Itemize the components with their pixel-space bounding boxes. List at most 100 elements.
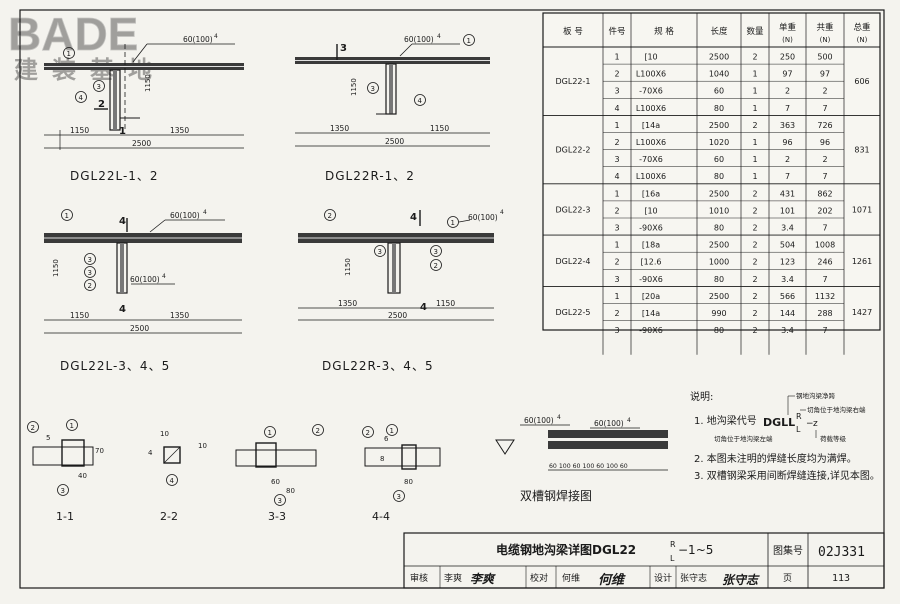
table-cell-g1-r1-c2: 1020 [709,138,729,147]
table-cell-g0-r2-c3: 1 [752,87,757,96]
s4-callout-3 [393,490,405,502]
v1-callout-3-num: 3 [97,83,101,91]
watermark-brand: BADE [8,8,138,60]
v3-callout-2-num: 2 [88,282,92,290]
v2-angle-fill [389,64,393,114]
v2-callout-3-num: 3 [371,85,375,93]
table-cell-g3-r1-c3: 2 [752,258,757,267]
v1-angle-fill [113,70,117,130]
s2-dim-4: 4 [148,449,153,457]
v3-section-mark-b: 4 [119,304,126,315]
table-cell-g3-r2-c5: 7 [822,275,827,284]
note-code-z: z [813,419,818,429]
table-cell-g1-r2-c3: 1 [752,155,757,164]
table-cell-g1-r1-c1: L100X6 [636,138,666,147]
tb-check-label: 校对 [530,572,548,584]
tb-atlas-no: 02J331 [818,545,865,560]
v3-section-mark: 4 [119,216,126,227]
v1-section-mark-2: 2 [98,99,105,110]
watermark-logo: BADE 建装基地 [8,8,152,84]
table-cell-g0-r1-c5: 97 [820,70,830,79]
section-3-3: 1 2 3 60 80 3-3 [235,424,324,523]
tb-title-l: L [670,554,675,563]
table-group-name-2: DGL22-3 [556,205,591,214]
note-code-l: L [796,425,801,434]
table-cell-g1-r3-c3: 1 [752,172,757,181]
s1-callout-2 [27,421,39,433]
s3-callout-2 [312,424,324,436]
v4-callout-1-num: 1 [451,219,455,227]
table-cell-g2-r1-c1: [10 [644,206,657,215]
v4-callout-2b-num: 2 [434,262,438,270]
v4-callout-2 [324,209,336,221]
v3-dim-1150: 1150 [70,311,89,320]
s3-callout-1-num: 1 [268,429,272,437]
table-header-4: 数量 [746,26,764,37]
v1-callout-1 [63,47,75,59]
v4-weld-sub: 4 [500,209,504,216]
weld-label-2: 60(100) [594,419,624,428]
tb-design-name: 张守志 [680,572,707,584]
table-cell-g0-r3-c0: 4 [614,104,619,113]
v4-callout-2-num: 2 [328,212,332,220]
v2-callout-1 [463,34,475,46]
view-dgl22r-3-4-5: 4 4 2 1 60(100) 4 3 3 2 1150 1350 1150 2… [298,209,504,373]
table-cell-g0-r2-c2: 60 [714,87,724,96]
s4-dim-6: 6 [384,435,389,443]
s1-angle [61,439,85,467]
table-cell-g1-r0-c1: [14a [642,121,660,130]
v4-callout-3 [374,245,386,257]
table-cell-g0-r3-c4: 7 [785,104,790,113]
weld-sub-2: 4 [627,417,631,424]
table-cell-g0-r0-c3: 2 [752,53,757,62]
table-group-total-0: 606 [854,77,869,86]
v2-weld-label: 60(100) [404,35,434,44]
v3-post-fill [120,243,124,293]
table-cell-g2-r0-c0: 1 [614,189,619,198]
v2-callout-4-num: 4 [418,97,423,105]
title-block: 电缆钢地沟梁详图DGL22 R L −1~5 图集号 02J331 审核 李爽 … [403,532,885,589]
v3-weld-label-2: 60(100) [130,275,160,284]
table-cell-g1-r2-c0: 3 [614,155,619,164]
v2-dim-vert: 1150 [350,78,358,96]
s1-callout-3-num: 3 [61,487,65,495]
v4-dim-2500: 2500 [388,311,407,320]
weld-title: 双槽钢焊接图 [520,488,592,503]
notes-label: 说明: [690,390,713,403]
table-cell-g1-r1-c3: 1 [752,138,757,147]
table-cell-g2-r0-c4: 431 [780,189,795,198]
v4-callout-3-num: 3 [378,248,382,256]
table-cell-g1-r1-c5: 96 [820,138,830,147]
table-cell-g3-r2-c0: 3 [614,275,619,284]
s2-diag [163,446,181,464]
table-cell-g3-r0-c1: [18a [642,241,660,250]
s3-callout-2-num: 2 [316,427,320,435]
table-header-3: 长度 [710,26,728,37]
v1-section-mark-1: 1 [119,126,126,137]
s3-dim-60: 60 [271,478,280,486]
table-cell-g3-r0-c3: 2 [752,241,757,250]
s4-dim-8: 8 [380,455,384,463]
note-code-dash: − [806,419,814,429]
s3-title: 3-3 [268,510,286,523]
table-cell-g4-r1-c0: 2 [614,309,619,318]
table-cell-g0-r3-c5: 7 [822,104,827,113]
v2-callout-4 [414,94,426,106]
v2-weld-leader [399,43,413,57]
v2-title: DGL22R-1、2 [325,169,415,183]
table-cell-g0-r1-c0: 2 [614,70,619,79]
v1-callout-4-num: 4 [79,94,84,102]
table-cell-g0-r1-c4: 97 [782,70,792,79]
table-cell-g1-r1-c4: 96 [782,138,792,147]
double-channel-weld-detail: 60(100) 4 60(100) 4 60 100 60 100 60 100… [495,414,668,503]
v3-callout-1 [61,209,73,221]
note-code-main: DGLL [763,416,795,429]
note-ann-left: 切角位于地沟梁左端 [714,434,773,443]
s4-title: 4-4 [372,510,390,523]
s1-callout-1-num: 1 [70,422,74,430]
table-cell-g3-r2-c4: 3.4 [781,275,794,284]
s4-post [401,444,417,470]
table-cell-g4-r0-c2: 2500 [709,292,729,301]
section-4-4: 2 1 3 6 8 80 4-4 [362,424,441,523]
s1-title: 1-1 [56,510,74,523]
